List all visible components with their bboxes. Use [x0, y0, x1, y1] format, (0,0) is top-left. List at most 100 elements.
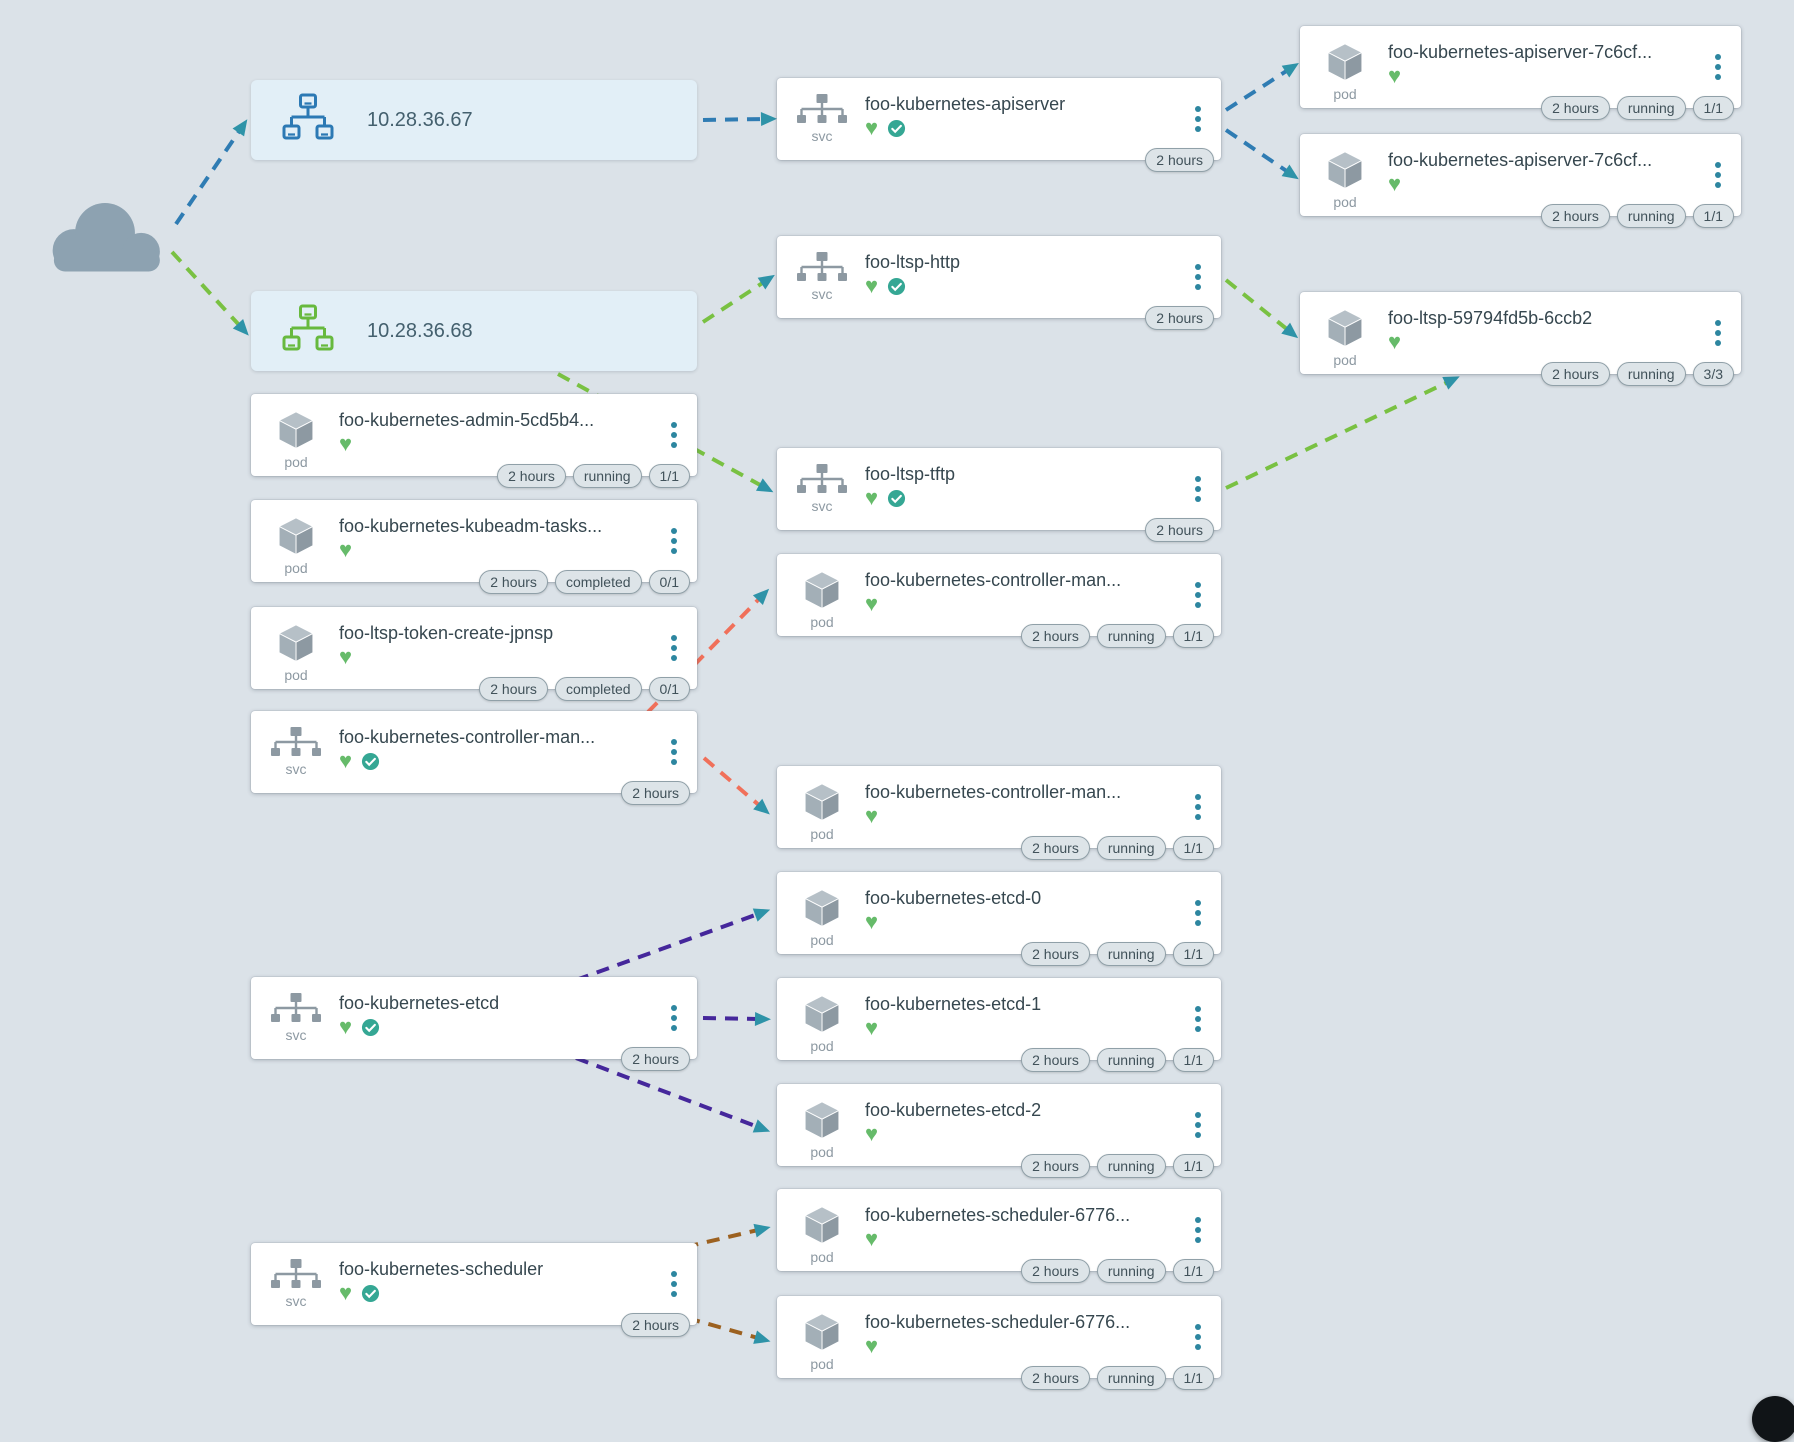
- edge-svc-apiserver-to-pod-apiserver-2: [1224, 128, 1299, 180]
- status-badge: 2 hours: [1021, 942, 1090, 966]
- edge-svc-ltsp-tftp-to-pod-ltsp: [1225, 376, 1460, 490]
- kebab-menu-icon[interactable]: [1189, 576, 1207, 614]
- node-title: foo-kubernetes-scheduler-6776...: [865, 1312, 1131, 1332]
- status-badge: 1/1: [1172, 1259, 1214, 1283]
- node-kind-label: svc: [811, 128, 833, 144]
- status-badge: 2 hours: [497, 464, 566, 488]
- status-badge: running: [1096, 942, 1166, 966]
- kebab-menu-icon[interactable]: [665, 999, 683, 1037]
- health-heart-icon: ♥: [865, 803, 879, 828]
- status-badge: 2 hours: [621, 781, 690, 805]
- kebab-menu-icon[interactable]: [1709, 314, 1727, 352]
- node-kind-label: pod: [284, 454, 308, 470]
- node-title: foo-kubernetes-etcd: [339, 993, 500, 1013]
- status-badge: completed: [554, 570, 642, 594]
- kebab-menu-icon[interactable]: [1189, 100, 1207, 138]
- badge-row: 2 hours: [1145, 306, 1214, 330]
- health-heart-icon: ♥: [339, 431, 353, 456]
- check-circle-icon: [361, 1284, 380, 1303]
- health-heart-icon: ♥: [865, 591, 879, 616]
- edge-svc-scheduler-to-pod-scheduler-2: [665, 1310, 771, 1344]
- check-circle-icon: [887, 277, 906, 296]
- edge-host-10.28.36.68-to-svc-ltsp-http: [701, 274, 775, 324]
- kebab-menu-icon[interactable]: [665, 629, 683, 667]
- kebab-menu-icon[interactable]: [1189, 470, 1207, 508]
- status-badge: 2 hours: [1541, 96, 1610, 120]
- status-badge: running: [1096, 1048, 1166, 1072]
- node-kind-label: pod: [1333, 352, 1357, 368]
- kebab-menu-icon[interactable]: [665, 416, 683, 454]
- node-kind-label: pod: [810, 1249, 834, 1265]
- kebab-menu-icon[interactable]: [1189, 1000, 1207, 1038]
- health-heart-icon: ♥: [339, 537, 353, 562]
- node-title: foo-kubernetes-controller-man...: [865, 570, 1122, 590]
- kebab-menu-icon[interactable]: [665, 522, 683, 560]
- health-heart-icon: ♥: [1388, 171, 1402, 196]
- status-badge: 2 hours: [1145, 148, 1214, 172]
- kebab-menu-icon[interactable]: [665, 733, 683, 771]
- cloud-node-icon[interactable]: [40, 188, 175, 284]
- service-icon: svc: [793, 456, 851, 524]
- kebab-menu-icon[interactable]: [1189, 1211, 1207, 1249]
- health-heart-icon: ♥: [865, 1121, 879, 1146]
- kebab-menu-icon[interactable]: [1189, 788, 1207, 826]
- status-badge: 2 hours: [479, 677, 548, 701]
- kebab-menu-icon[interactable]: [1189, 258, 1207, 296]
- kebab-menu-icon[interactable]: [1709, 156, 1727, 194]
- host-address: 10.28.36.68: [367, 319, 473, 342]
- kebab-menu-icon[interactable]: [1189, 1106, 1207, 1144]
- service-icon: svc: [267, 1251, 325, 1319]
- node-kind-label: pod: [810, 1356, 834, 1372]
- kebab-menu-icon[interactable]: [665, 1265, 683, 1303]
- health-heart-icon: ♥: [865, 1226, 879, 1251]
- pod-icon: pod: [793, 986, 851, 1054]
- status-badge: 1/1: [1692, 204, 1734, 228]
- node-title: foo-kubernetes-apiserver-7c6cf...: [1388, 150, 1653, 170]
- host-card[interactable]: 10.28.36.68: [251, 291, 697, 371]
- service-icon: svc: [793, 86, 851, 154]
- status-badge: 1/1: [1692, 96, 1734, 120]
- pod-icon: pod: [267, 508, 325, 576]
- edge-cloud-to-host-10.28.36.68: [170, 250, 249, 336]
- kebab-menu-icon[interactable]: [1189, 894, 1207, 932]
- health-heart-icon: ♥: [865, 1015, 879, 1040]
- status-badge: 2 hours: [1021, 836, 1090, 860]
- pod-icon: pod: [267, 615, 325, 683]
- node-kind-label: svc: [285, 1027, 307, 1043]
- host-address: 10.28.36.67: [367, 108, 473, 131]
- badge-row: 2 hours: [621, 1047, 690, 1071]
- host-card[interactable]: 10.28.36.67: [251, 80, 697, 160]
- node-kind-label: pod: [810, 1038, 834, 1054]
- health-heart-icon: ♥: [1388, 63, 1402, 88]
- edge-svc-ltsp-http-to-pod-ltsp: [1224, 278, 1299, 339]
- kebab-menu-icon[interactable]: [1709, 48, 1727, 86]
- status-badge: 2 hours: [1021, 1048, 1090, 1072]
- kebab-menu-icon[interactable]: [1189, 1318, 1207, 1356]
- node-title: foo-kubernetes-controller-man...: [865, 782, 1122, 802]
- status-badge: running: [1616, 362, 1686, 386]
